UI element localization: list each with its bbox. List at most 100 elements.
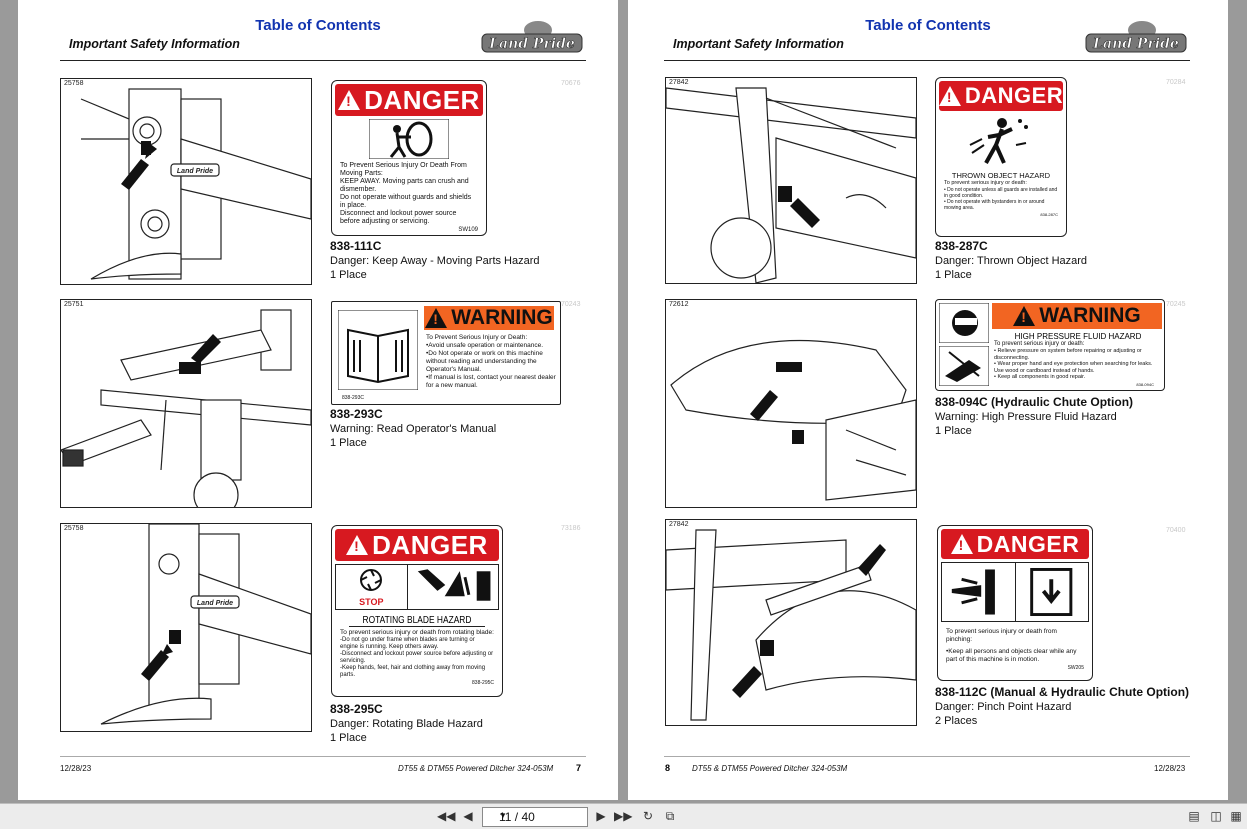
decal-description: Danger: Keep Away - Moving Parts Hazard <box>330 255 540 267</box>
decal-reference: 70245 <box>1166 301 1186 308</box>
footer-rule <box>60 756 586 757</box>
page-selector[interactable]: 11 / 40 ▼ <box>482 807 588 827</box>
alert-triangle-icon: ! <box>346 535 369 555</box>
fluid-injection-icon <box>939 346 989 386</box>
decal-description: Danger: Pinch Point Hazard <box>935 701 1072 713</box>
decal-header: !DANGER <box>335 84 483 116</box>
figure-illustration: 25758 Land Pride <box>60 78 312 285</box>
danger-decal: !DANGER To Prevent Serious Injury Or Dea… <box>331 80 487 236</box>
decal-line: • Keep all components in good repair. <box>994 374 1086 380</box>
footer-date: 12/28/23 <box>60 764 92 773</box>
rotate-icon[interactable]: ↻ <box>642 809 654 823</box>
single-page-icon[interactable]: ▤ <box>1188 809 1200 823</box>
crush-hazard-icon <box>1029 567 1072 617</box>
decal-line: -Keep hands, feet, hair and clothing awa… <box>340 665 486 678</box>
decal-entry: 838-111C Danger: Keep Away - Moving Part… <box>330 239 540 282</box>
decal-quantity: 2 Places <box>935 715 978 727</box>
stop-panel: STOP <box>336 565 408 609</box>
decal-reference: 70400 <box>1166 527 1186 534</box>
decal-header: !DANGER <box>941 529 1089 559</box>
figure-number: 72612 <box>669 301 689 308</box>
figure-number: 25758 <box>64 80 84 87</box>
part-number: 838-094C (Hydraulic Chute Option) <box>935 395 1134 409</box>
decal-header: !DANGER <box>335 529 499 561</box>
chevron-down-icon: ▼ <box>499 811 507 820</box>
page-title[interactable]: Table of Contents <box>255 17 381 34</box>
page-number: 7 <box>576 763 582 773</box>
svg-text:Land Pride: Land Pride <box>177 168 213 175</box>
figure-illustration: 25751 <box>60 299 312 508</box>
decal-description: Danger: Rotating Blade Hazard <box>330 718 483 730</box>
decal-signal-word: WARNING <box>1039 304 1141 327</box>
figure-number: 27842 <box>669 79 689 86</box>
decal-entry: 838-112C (Manual & Hydraulic Chute Optio… <box>935 685 1189 728</box>
part-number: 838-293C <box>330 407 383 421</box>
footer-date: 12/28/23 <box>1154 764 1186 773</box>
figure-number: 27842 <box>669 521 689 528</box>
decal-line: To prevent serious injury or death: <box>944 180 1027 186</box>
part-number: 838-295C <box>330 702 383 716</box>
decal-line: • Wear proper hand and eye protection wh… <box>994 361 1153 374</box>
land-pride-logo: Land Pride <box>1085 21 1187 53</box>
decal-header: !DANGER <box>938 81 1063 111</box>
alert-triangle-icon: ! <box>950 534 973 554</box>
decal-code: SW205 <box>1067 665 1084 671</box>
decal-line: •If manual is lost, contact your nearest… <box>426 374 556 389</box>
decal-signal-word: DANGER <box>372 529 488 560</box>
alert-triangle-icon: ! <box>938 86 961 106</box>
decal-header: !WARNING <box>992 303 1162 329</box>
decal-entry: 838-287C Danger: Thrown Object Hazard 1 … <box>935 239 1087 282</box>
decal-quantity: 1 Place <box>330 269 367 281</box>
decal-line: To Prevent Serious Injury or Death: <box>426 334 528 341</box>
fit-icon[interactable]: ⧉ <box>665 809 675 823</box>
figure-number: 25751 <box>64 301 84 308</box>
prev-page-icon[interactable]: ◀ <box>463 809 473 823</box>
figure-number: 25758 <box>64 525 84 532</box>
hazard-title: ROTATING BLADE HAZARD <box>349 614 485 627</box>
decal-code: 838-094C <box>1136 382 1154 387</box>
part-number: 838-287C <box>935 239 988 253</box>
decal-text-block: To Prevent Serious Injury or Death: •Avo… <box>424 334 558 390</box>
decal-text-block: HIGH PRESSURE FLUID HAZARD To prevent se… <box>992 332 1164 381</box>
decal-reference: 70676 <box>561 80 581 87</box>
decal-quantity: 1 Place <box>935 269 972 281</box>
footer-document: DT55 & DTM55 Powered Ditcher 324-053M <box>398 764 553 773</box>
last-page-icon[interactable]: ▶▶ <box>614 809 633 823</box>
svg-text:Land Pride: Land Pride <box>488 36 575 52</box>
hazard-title: HIGH PRESSURE FLUID HAZARD <box>1014 332 1142 341</box>
section-heading: Important Safety Information <box>673 37 844 51</box>
header-rule <box>60 60 586 61</box>
decal-quantity: 1 Place <box>330 437 367 449</box>
figure-illustration: 27842 <box>665 77 917 284</box>
decal-line: To prevent serious injury or death from … <box>340 629 494 636</box>
decal-signal-word: DANGER <box>976 530 1080 557</box>
figure-illustration: 25758 Land Pride <box>60 523 312 732</box>
first-page-icon[interactable]: ◀◀ <box>437 809 456 823</box>
decal-entry: 838-293C Warning: Read Operator's Manual… <box>330 407 496 450</box>
stop-label: STOP <box>359 597 384 607</box>
moving-parts-pictogram-icon <box>369 119 449 159</box>
page-title[interactable]: Table of Contents <box>865 17 991 34</box>
viewer-toolbar: ◀◀ ◀ 11 / 40 ▼ ▶ ▶▶ ↻ ⧉ ▤ ◫ ▦ <box>0 803 1247 829</box>
figure-illustration: 27842 <box>665 519 917 726</box>
pinch-point-icon <box>951 563 1016 621</box>
header-rule <box>664 60 1190 61</box>
decal-reference: 70243 <box>561 301 581 308</box>
part-number: 838-112C (Manual & Hydraulic Chute Optio… <box>935 685 1190 699</box>
next-page-icon[interactable]: ▶ <box>596 809 606 823</box>
continuous-icon[interactable]: ▦ <box>1230 809 1242 823</box>
two-page-icon[interactable]: ◫ <box>1210 809 1222 823</box>
decal-description: Warning: Read Operator's Manual <box>330 423 497 435</box>
decal-line: • Relieve pressure on system before repa… <box>994 348 1142 361</box>
decal-line: • Do not operate unless all guards are i… <box>944 187 1058 199</box>
eye-protection-icon <box>939 303 989 343</box>
warning-decal: !WARNING To Prevent Serious Injury or De… <box>331 301 561 405</box>
rotating-blade-icon <box>360 569 383 591</box>
page-indicator: 11 / 40 <box>499 810 535 824</box>
decal-code: 838-287C <box>1040 212 1058 217</box>
decal-reference: 73186 <box>561 525 581 532</box>
decal-line: • Do not operate with bystanders in or a… <box>944 199 1045 211</box>
document-page-7: Table of Contents Important Safety Infor… <box>18 0 618 800</box>
decal-line: -Disconnect and lockout power source bef… <box>340 651 494 664</box>
hazard-title: THROWN OBJECT HAZARD <box>951 171 1051 180</box>
